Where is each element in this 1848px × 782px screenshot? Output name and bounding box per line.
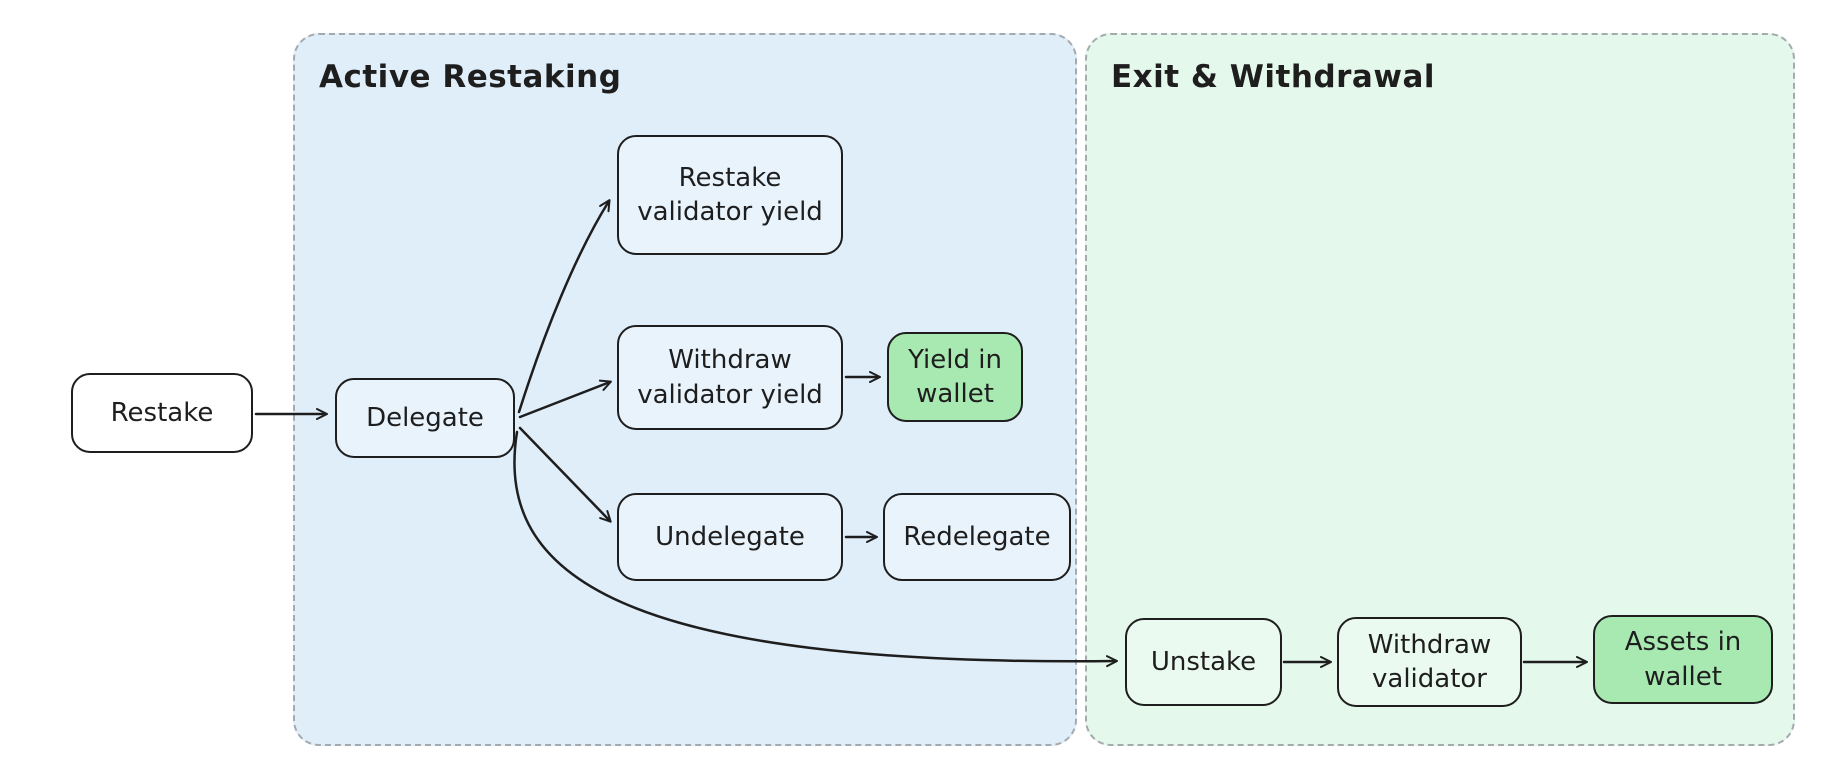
node-yield-in-wallet[interactable]: Yield in wallet: [887, 332, 1023, 422]
edge-delegate-to-withdraw-validator-yield[interactable]: [518, 379, 612, 419]
edge-delegate-to-undelegate[interactable]: [518, 426, 612, 523]
edge-delegate-to-restake-validator-yield[interactable]: [517, 199, 611, 414]
node-restake-validator-yield[interactable]: Restake validator yield: [617, 135, 843, 255]
node-undelegate[interactable]: Undelegate: [617, 493, 843, 581]
node-assets-in-wallet[interactable]: Assets in wallet: [1593, 615, 1773, 704]
node-restake[interactable]: Restake: [71, 373, 253, 453]
active-restaking-title: Active Restaking: [319, 59, 622, 95]
node-redelegate[interactable]: Redelegate: [883, 493, 1071, 581]
node-unstake[interactable]: Unstake: [1125, 618, 1282, 706]
node-delegate[interactable]: Delegate: [335, 378, 515, 458]
exit-withdrawal-title: Exit & Withdrawal: [1111, 59, 1436, 95]
edge-delegate-to-unstake[interactable]: [513, 430, 1118, 668]
node-withdraw-validator-yield[interactable]: Withdraw validator yield: [617, 325, 843, 430]
node-withdraw-validator[interactable]: Withdraw validator: [1337, 617, 1522, 707]
